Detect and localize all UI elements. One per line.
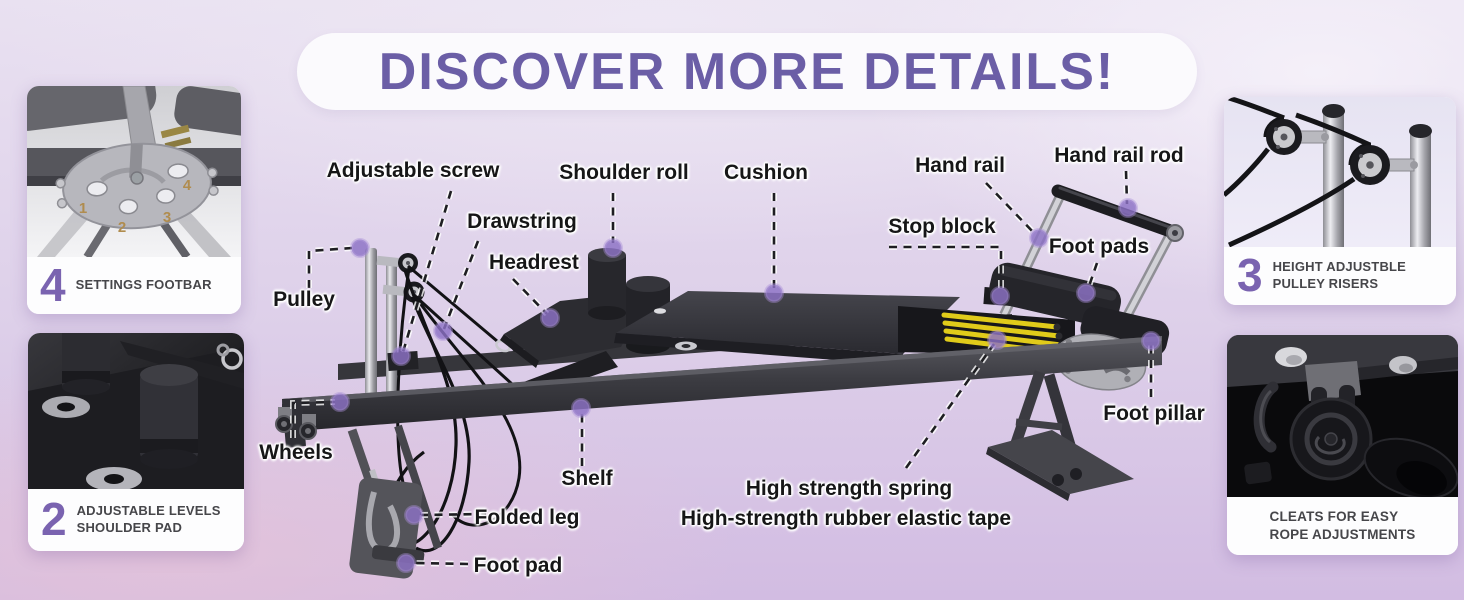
connector-drawstring bbox=[433, 239, 481, 341]
left-legs bbox=[347, 424, 442, 579]
callout-shelf: Shelf bbox=[561, 467, 613, 490]
pulley-risers-caption: 3 HEIGHT ADJUSTBLE PULLEY RISERS bbox=[1224, 247, 1456, 305]
connector-foot-pillar bbox=[1141, 331, 1161, 397]
cleats-photo bbox=[1227, 335, 1458, 497]
footbar-marker-3: 3 bbox=[163, 209, 171, 226]
callout-shoulder-roll: Shoulder roll bbox=[559, 161, 689, 184]
callout-hand-rail: Hand rail bbox=[915, 154, 1005, 177]
callout-pulley: Pulley bbox=[273, 288, 335, 311]
connector-shoulder-roll bbox=[603, 193, 623, 258]
connector-folded-leg bbox=[404, 505, 487, 525]
callout-folded-leg: Folded leg bbox=[474, 506, 580, 529]
callout-connectors bbox=[290, 170, 1161, 573]
shoulder-pad-label: ADJUSTABLE LEVELS SHOULDER PAD bbox=[77, 503, 221, 537]
shoulder-pad-caption: 2 ADJUSTABLE LEVELS SHOULDER PAD bbox=[28, 489, 244, 551]
footbar-caption: 4 SETTINGS FOOTBAR bbox=[27, 257, 241, 314]
callout-high-strength-spring: High strength spring bbox=[745, 477, 953, 500]
connector-adjustable-screw bbox=[391, 190, 454, 366]
cleats-label-line1: CLEATS FOR EASY bbox=[1269, 509, 1399, 525]
callout-stop-block: Stop block bbox=[888, 215, 996, 238]
page-title: DISCOVER MORE DETAILS! bbox=[378, 42, 1116, 101]
pulley-risers-number: 3 bbox=[1237, 249, 1263, 302]
footbar-number: 4 bbox=[40, 258, 66, 311]
right-legs bbox=[986, 370, 1134, 501]
connector-hand-rail-rod bbox=[1118, 170, 1138, 218]
inset-card-footbar: 1 2 3 4 4 SETTINGS FOOTBAR bbox=[27, 86, 241, 314]
footbar-marker-4: 4 bbox=[183, 177, 192, 194]
connector-shelf bbox=[571, 398, 591, 466]
shoulder-pad-number: 2 bbox=[41, 493, 67, 546]
callout-headrest: Headrest bbox=[489, 251, 579, 274]
connector-hand-rail bbox=[983, 180, 1049, 248]
shoulder-pad-label-line1: ADJUSTABLE LEVELS bbox=[76, 503, 221, 519]
callout-foot-pillar: Foot pillar bbox=[1103, 402, 1205, 425]
title-banner: DISCOVER MORE DETAILS! bbox=[297, 33, 1197, 110]
callout-adjustable-screw: Adjustable screw bbox=[326, 159, 500, 182]
callout-drawstring: Drawstring bbox=[467, 210, 577, 233]
connector-pulley bbox=[306, 238, 370, 288]
pulley-risers-label-line1: HEIGHT ADJUSTBLE bbox=[1272, 259, 1407, 275]
footbar-photo: 1 2 3 4 bbox=[27, 86, 241, 257]
callout-cushion: Cushion bbox=[724, 161, 808, 184]
pulley-risers-label: HEIGHT ADJUSTBLE PULLEY RISERS bbox=[1273, 259, 1406, 293]
connector-cushion bbox=[764, 193, 784, 303]
shoulder-pad-photo bbox=[28, 333, 244, 489]
footbar-label: SETTINGS FOOTBAR bbox=[75, 277, 212, 293]
inset-card-shoulder-pad: 2 ADJUSTABLE LEVELS SHOULDER PAD bbox=[28, 333, 244, 551]
connector-foot-pad bbox=[396, 553, 469, 573]
carriage-cushion bbox=[614, 291, 960, 365]
connector-headrest bbox=[510, 276, 560, 328]
pulley-risers-label-line2: PULLEY RISERS bbox=[1272, 276, 1379, 291]
cleats-label: CLEATS FOR EASY ROPE ADJUSTMENTS bbox=[1270, 508, 1416, 543]
connector-spring bbox=[903, 330, 1007, 470]
callout-rubber-elastic-tape: High-strength rubber elastic tape bbox=[680, 507, 1012, 530]
callout-wheels: Wheels bbox=[259, 441, 333, 464]
cleats-caption: CLEATS FOR EASY ROPE ADJUSTMENTS bbox=[1227, 497, 1458, 555]
connector-wheels bbox=[290, 392, 350, 438]
footbar-marker-2: 2 bbox=[118, 219, 126, 236]
callout-foot-pads: Foot pads bbox=[1048, 235, 1150, 258]
shoulder-pad-label-line2: SHOULDER PAD bbox=[76, 520, 183, 535]
pulley-risers-photo bbox=[1224, 97, 1456, 247]
footbar-marker-1: 1 bbox=[79, 200, 87, 217]
connector-foot-pads bbox=[1076, 262, 1100, 303]
inset-card-cleats: CLEATS FOR EASY ROPE ADJUSTMENTS bbox=[1227, 335, 1458, 555]
connector-stop-block bbox=[889, 244, 1010, 306]
callout-foot-pad: Foot pad bbox=[473, 554, 563, 577]
inset-card-pulley-risers: 3 HEIGHT ADJUSTBLE PULLEY RISERS bbox=[1224, 97, 1456, 305]
cleats-label-line2: ROPE ADJUSTMENTS bbox=[1269, 527, 1416, 542]
springs bbox=[898, 306, 1075, 357]
pulley-risers bbox=[365, 248, 425, 400]
callout-hand-rail-rod: Hand rail rod bbox=[1054, 144, 1184, 167]
wheels-part bbox=[275, 407, 317, 440]
